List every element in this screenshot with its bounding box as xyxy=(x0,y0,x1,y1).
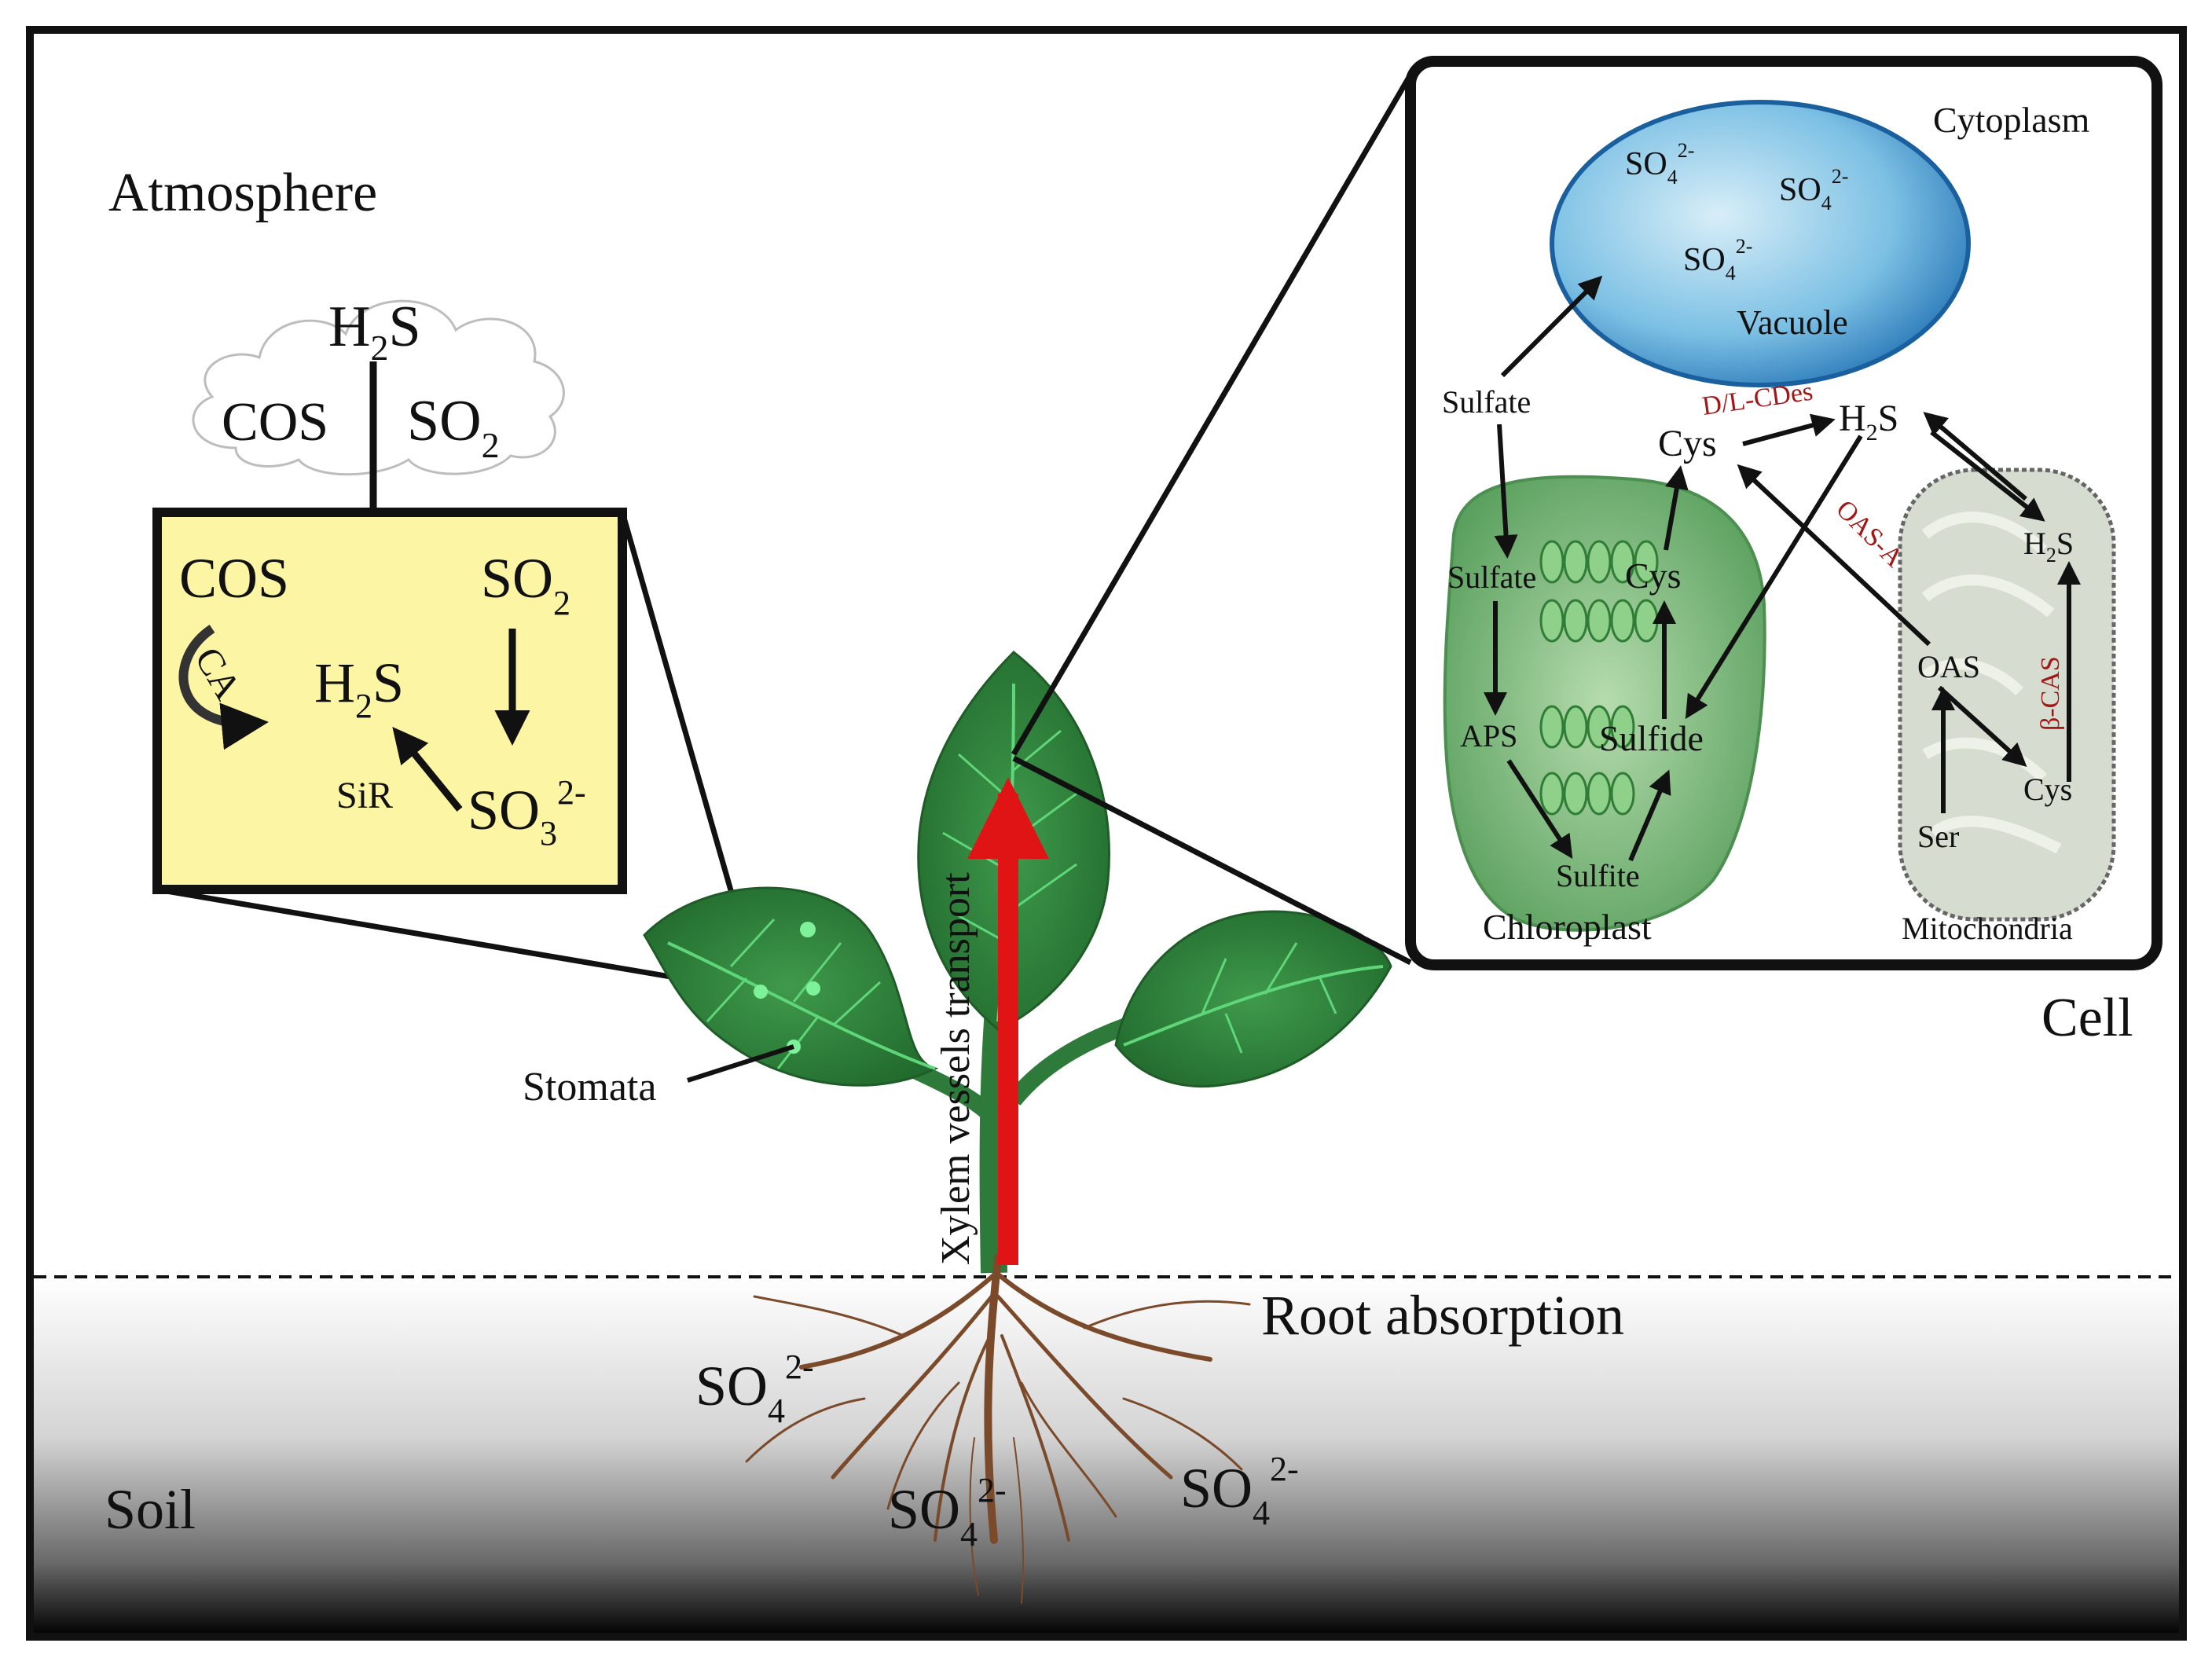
cys-cytoplasm-label: Cys xyxy=(1658,423,1717,464)
sulfate-cytoplasm-label: Sulfate xyxy=(1442,384,1531,420)
beta-cas-enzyme-label: β-CAS xyxy=(2036,656,2065,731)
cloud-icon xyxy=(192,299,565,476)
chloroplast-organelle xyxy=(1443,475,1766,932)
soil-region xyxy=(34,1277,2179,1633)
sulfide-label: Sulfide xyxy=(1599,718,1704,758)
vacuole-ion-3: SO42- xyxy=(1683,235,1752,284)
cell-label: Cell xyxy=(2041,988,2133,1048)
zoom-line-cell-bottom xyxy=(1012,755,1412,966)
soil-ion-1: SO42- xyxy=(695,1348,814,1430)
ser-label: Ser xyxy=(1917,819,1959,854)
h2s-cytoplasm-label: H2S xyxy=(1839,398,1898,446)
atmosphere-label: Atmosphere xyxy=(108,163,377,223)
chloroplast-label: Chloroplast xyxy=(1483,907,1652,947)
vacuole-ion-2: SO42- xyxy=(1779,165,1848,215)
mitochondria-label: Mitochondria xyxy=(1902,911,2073,946)
ca-curved-arrow xyxy=(178,625,269,750)
cytoplasm-label: Cytoplasm xyxy=(1933,100,2090,140)
cys-mitochondria-label: Cys xyxy=(2023,772,2072,807)
xylem-label: Xylem vessels transport xyxy=(934,872,978,1265)
sulfate-chloroplast-label: Sulfate xyxy=(1447,559,1536,595)
box-h2s-label: H2S xyxy=(314,651,404,725)
vacuole-label: Vacuole xyxy=(1737,303,1848,342)
soil-ion-2: SO42- xyxy=(888,1471,1007,1553)
stomata-pointer-line xyxy=(687,1044,794,1083)
stomata-label: Stomata xyxy=(523,1065,656,1109)
thylakoid-stacks xyxy=(1539,540,1659,816)
cloud-h2s-label: H2S xyxy=(328,295,421,368)
zoom-line-box-bottom xyxy=(156,886,759,995)
sulfite-label: Sulfite xyxy=(1556,858,1640,893)
cell-pathway-arrows xyxy=(1484,275,2081,862)
sir-arrow xyxy=(392,727,463,812)
vacuole-organelle xyxy=(1550,100,1971,387)
sir-label: SiR xyxy=(336,775,393,816)
aps-label: APS xyxy=(1460,718,1517,754)
cys-chloroplast-label: Cys xyxy=(1625,556,1682,596)
mitochondria-cristae xyxy=(1921,512,2062,854)
cloud-cos-label: COS xyxy=(222,392,328,453)
box-so3-label: SO32- xyxy=(468,773,586,853)
vacuole-ion-1: SO42- xyxy=(1625,139,1694,189)
oas-label: OAS xyxy=(1917,649,1980,684)
cloud-so2-label: SO2 xyxy=(407,389,500,465)
root-absorption-label: Root absorption xyxy=(1261,1284,1624,1347)
soil-label: Soil xyxy=(105,1478,196,1541)
roots-illustration xyxy=(745,1253,1251,1604)
soil-ion-3: SO42- xyxy=(1180,1450,1299,1532)
zoom-line-cell-top xyxy=(1011,73,1414,756)
box-cos-label: COS xyxy=(179,547,289,610)
box-so2-label: SO2 xyxy=(481,547,570,622)
h2s-mitochondria-label: H2S xyxy=(2023,526,2074,567)
stomata-reaction-box xyxy=(152,508,627,894)
